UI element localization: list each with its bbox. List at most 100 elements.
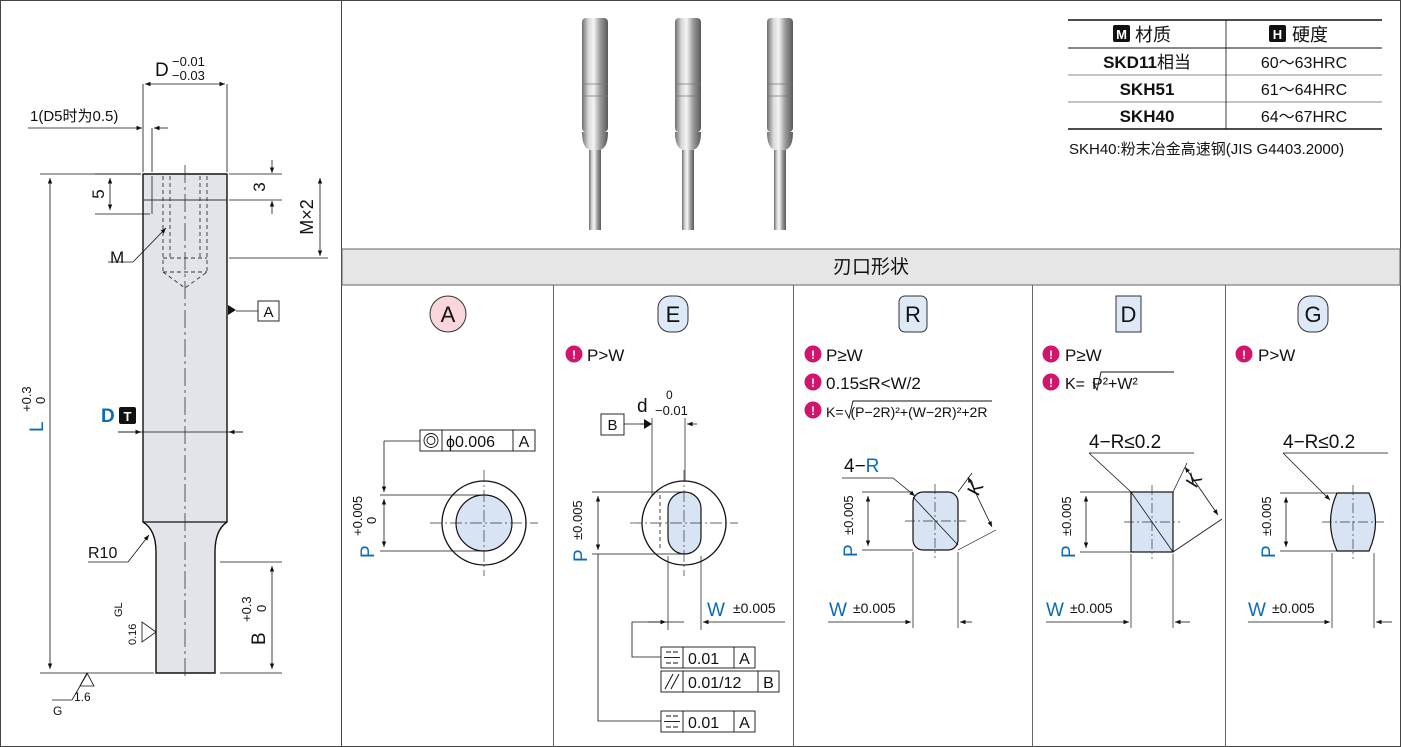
shape-e-par-datum: B (763, 675, 774, 692)
shape-r-p-tol: ±0.005 (841, 495, 856, 535)
shape-e-par-value: 0.01/12 (688, 675, 741, 692)
punch-drawing: D −0.01 −0.03 1(D5时为0.5) 5 3 M×2 M A (19, 54, 328, 718)
shape-g-p-tol: ±0.005 (1259, 496, 1274, 536)
dim-b-tol-lower: 0 (254, 605, 269, 612)
dim-d-tol-upper: −0.01 (172, 54, 205, 69)
punch-photo-2 (675, 18, 701, 230)
label-d: D (101, 406, 115, 427)
shape-e-badge (657, 295, 689, 333)
shape-r-p-label: P (841, 544, 862, 557)
shape-g-p-label: P (1259, 545, 1280, 558)
shape-a-p-label: P (358, 545, 379, 558)
shape-e-p-label: P (571, 549, 592, 562)
shape-r-cond1: P≥W (826, 346, 863, 365)
roughness-gl-symbol (141, 621, 157, 643)
label-r10: R10 (88, 545, 117, 562)
shape-d-k-label: K (1182, 469, 1207, 491)
dim-5-label: 5 (89, 189, 108, 198)
t-badge-label: T (124, 409, 132, 424)
dim-l-tol-lower: 0 (33, 397, 48, 404)
shape-r-cond3: K=(P−2R)²+(W−2R)²+2R (826, 404, 987, 420)
shape-a-panel: A ϕ0.006 A P +0.005 0 (350, 295, 538, 576)
label-m: M (110, 248, 124, 267)
shape-d-cond2: K=P²+W² (1065, 376, 1138, 393)
shape-a-badge (429, 295, 467, 333)
shape-g-cond1: P>W (1258, 346, 1295, 365)
material-table: M 材质 H 硬度 SKD11相当 60～63HRC SKH51 61～64HR… (1068, 19, 1382, 158)
shape-r-cond2: 0.15≤R<W/2 (826, 374, 921, 393)
t-badge (119, 407, 136, 424)
shape-e-note-icon (565, 345, 583, 363)
shape-d-label: D (1121, 302, 1137, 327)
dim-d-label: D (155, 60, 169, 81)
shape-e-panel: E ! P>W d 0 −0.01 B P ±0.005 W ±0.005 (565, 295, 785, 733)
shape-r-badge (898, 295, 928, 333)
rough-gl: GL (113, 602, 125, 617)
dim-d-tol-lower: −0.03 (172, 68, 205, 83)
material-row-2: SKH40 (1120, 107, 1175, 126)
rough-016: 0.16 (127, 624, 139, 645)
dim-l-label: L (27, 421, 48, 432)
shape-d-p-label: P (1059, 545, 1080, 558)
shape-d-w-tol: ±0.005 (1070, 600, 1113, 616)
material-row-1: SKH51 (1120, 80, 1175, 99)
svg-text:!: ! (1049, 348, 1053, 362)
rough-16: 1.6 (74, 690, 91, 704)
punch-body (142, 173, 228, 674)
shape-a-datum: A (519, 434, 530, 451)
shape-a-profile (455, 494, 513, 552)
dim-3-label: 3 (250, 182, 269, 191)
svg-text:!: ! (811, 376, 815, 390)
shape-e-label: E (666, 302, 681, 327)
shape-e-datum-b: B (607, 417, 617, 434)
shape-a-label: A (441, 302, 456, 327)
shape-e-sym2-datum: A (739, 715, 750, 732)
dim-b-label: B (249, 632, 270, 645)
header-material: 材质 (1135, 25, 1171, 45)
hardness-row-0: 60～63HRC (1261, 55, 1347, 72)
shape-d-badge (1115, 295, 1142, 333)
datum-a-box (257, 300, 280, 322)
section-title-bar (341, 248, 1401, 286)
svg-text:!: ! (572, 348, 576, 362)
hardness-row-2: 64～67HRC (1261, 109, 1347, 126)
dim-b-tol-upper: +0.3 (239, 596, 254, 622)
shape-g-w-tol: ±0.005 (1272, 600, 1315, 616)
hardness-badge-label: H (1273, 27, 1282, 42)
dim-mx2-label: M×2 (297, 199, 317, 235)
svg-text:!: ! (1049, 376, 1053, 390)
datum-a-label: A (263, 304, 273, 321)
shape-e-w-tol: ±0.005 (733, 600, 776, 616)
shape-r-r-prefix: 4−R (844, 456, 879, 477)
shape-r-label: R (905, 302, 921, 327)
shape-a-concentricity: ϕ0.006 (446, 434, 495, 451)
shape-e-p-tol: ±0.005 (570, 500, 585, 540)
material-row-0: SKD11相当 (1103, 53, 1191, 72)
shape-g-badge (1297, 295, 1329, 333)
material-badge (1113, 25, 1130, 42)
shape-e-sym1-datum: A (739, 651, 750, 668)
header-hardness: 硬度 (1292, 25, 1328, 45)
shape-g-r-note: 4−R≤0.2 (1283, 432, 1355, 453)
thread-hidden-lines (162, 176, 208, 289)
material-badge-label: M (1116, 27, 1127, 42)
shape-g-w-label: W (1248, 600, 1266, 621)
shape-e-d-tol-lower: −0.01 (655, 403, 688, 418)
punch-photo-1 (582, 18, 608, 230)
shape-e-w-label: W (707, 600, 725, 621)
svg-text:!: ! (811, 348, 815, 362)
shape-d-p-tol: ±0.005 (1059, 496, 1074, 536)
shape-g-panel: G ! P>W 4−R≤0.2 P ±0.005 W ±0.005 (1235, 295, 1392, 628)
shape-r-panel: R ! P≥W ! 0.15≤R<W/2 ! K=(P−2R)²+(W−2R)²… (804, 295, 997, 628)
shape-d-w-label: W (1046, 600, 1064, 621)
shape-a-p-tol-upper: +0.005 (350, 496, 365, 536)
material-note: SKH40:粉末冶金高速钢(JIS G4403.2000) (1069, 141, 1344, 158)
hardness-badge (1269, 25, 1286, 42)
shape-r-w-tol: ±0.005 (853, 600, 896, 616)
shape-e-d-tol-upper: 0 (666, 388, 673, 402)
shape-g-label: G (1304, 302, 1321, 327)
punch-photo-3 (767, 18, 793, 230)
section-title: 刃口形状 (833, 256, 909, 278)
